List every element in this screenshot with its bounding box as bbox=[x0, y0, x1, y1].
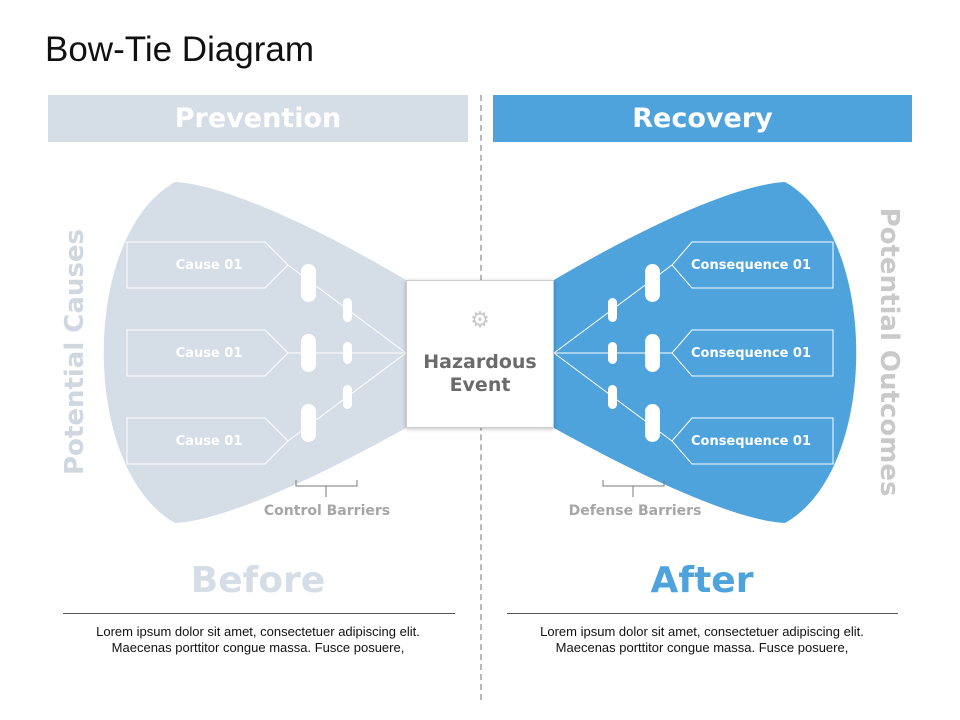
potential-outcomes-label: Potential Outcomes bbox=[874, 207, 904, 497]
after-rule bbox=[507, 613, 898, 614]
recovery-wing bbox=[554, 182, 857, 523]
control-barriers-label: Control Barriers bbox=[263, 503, 391, 519]
control-barriers-bracket bbox=[295, 480, 358, 497]
prevention-wing bbox=[103, 182, 406, 523]
defense-barriers-label: Defense Barriers bbox=[568, 503, 702, 519]
control-barrier bbox=[343, 342, 352, 364]
before-heading: Before bbox=[190, 560, 326, 601]
control-barrier bbox=[301, 404, 316, 442]
cause-box-2 bbox=[126, 329, 289, 377]
consequence-box-3 bbox=[671, 417, 834, 465]
page-title: Bow-Tie Diagram bbox=[45, 30, 315, 69]
consequence-label-3: Consequence 01 bbox=[690, 433, 812, 449]
recovery-header: Recovery bbox=[493, 95, 912, 142]
defense-barrier bbox=[608, 342, 617, 364]
defense-barrier bbox=[608, 298, 617, 322]
consequence-box-1 bbox=[671, 241, 834, 289]
control-barrier bbox=[343, 385, 352, 409]
cause-box-3 bbox=[126, 417, 289, 465]
hazardous-event-line2: Event bbox=[449, 374, 511, 396]
defense-barriers-bracket bbox=[602, 480, 665, 497]
after-description: Lorem ipsum dolor sit amet, consectetuer… bbox=[540, 624, 864, 655]
hazardous-event-line1: Hazardous bbox=[423, 351, 537, 373]
cause-label-1: Cause 01 bbox=[175, 257, 243, 273]
cause-label-3: Cause 01 bbox=[175, 433, 243, 449]
defense-barrier bbox=[608, 385, 617, 409]
defense-barrier bbox=[645, 264, 660, 302]
consequence-label-1: Consequence 01 bbox=[690, 257, 812, 273]
before-description: Lorem ipsum dolor sit amet, consectetuer… bbox=[96, 624, 420, 655]
control-barrier bbox=[301, 334, 316, 372]
cause-label-2: Cause 01 bbox=[175, 345, 243, 361]
defense-barrier bbox=[645, 404, 660, 442]
control-barrier bbox=[301, 264, 316, 302]
hazardous-event-box: ⚙ Hazardous Event bbox=[406, 280, 554, 428]
before-rule bbox=[63, 613, 455, 614]
after-heading: After bbox=[650, 560, 754, 601]
potential-causes-label: Potential Causes bbox=[60, 228, 90, 476]
consequence-box-2 bbox=[671, 329, 834, 377]
consequence-label-2: Consequence 01 bbox=[690, 345, 812, 361]
defense-barrier bbox=[645, 334, 660, 372]
prevention-header: Prevention bbox=[48, 95, 468, 142]
cause-box-1 bbox=[126, 241, 289, 289]
gears-icon: ⚙ bbox=[470, 307, 490, 332]
control-barrier bbox=[343, 298, 352, 322]
hazardous-event-label: Hazardous Event bbox=[407, 351, 553, 397]
